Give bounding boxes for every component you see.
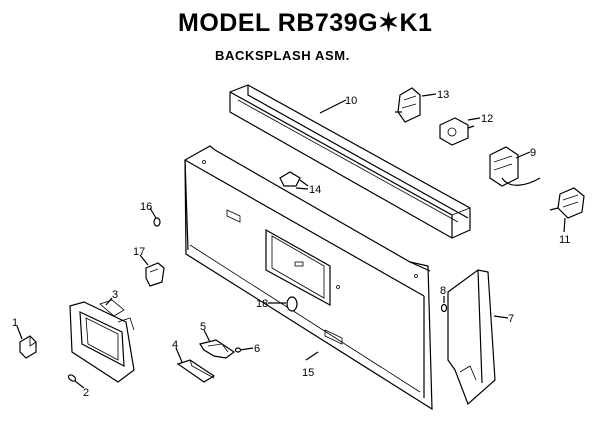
part-10-trim-cap [229,84,471,239]
callout-11: 11 [559,234,570,246]
part-callouts: 10 13 12 9 11 14 16 17 3 1 2 4 5 6 18 15… [12,89,570,399]
part-12-switch [439,117,475,146]
part-8-screw [440,296,448,313]
part-16-screw [153,217,161,227]
part-6-screw [234,347,242,353]
model-title: MODEL RB739G✶K1 [178,9,433,37]
part-18-plug [268,296,298,312]
callout-13: 13 [437,89,449,101]
callout-10: 10 [345,95,357,107]
callout-16: 16 [140,201,152,213]
callout-17: 17 [133,246,145,258]
callout-18: 18 [256,298,268,310]
part-15-backsplash-panel [184,145,433,411]
part-4-bar [176,359,216,383]
callout-15: 15 [302,367,314,379]
callout-6: 6 [254,343,260,355]
leader-lines [16,93,566,389]
callout-9: 9 [530,147,536,159]
part-1-knob [19,335,37,359]
part-17-clip [145,262,165,287]
callout-1: 1 [12,317,18,329]
callout-7: 7 [508,313,514,325]
part-7-end-cap [447,269,496,406]
part-3-control-housing [69,299,135,383]
part-14-clip [279,171,309,187]
callout-12: 12 [481,113,493,125]
callout-5: 5 [200,321,206,333]
part-11-clip [549,187,585,219]
callout-4: 4 [172,339,178,351]
callout-2: 2 [83,387,89,399]
part-13-bracket [395,87,421,123]
callout-3: 3 [112,289,118,301]
callout-14: 14 [309,184,321,196]
assembly-subtitle: BACKSPLASH ASM. [215,48,350,63]
callout-8: 8 [440,285,446,297]
part-5-bracket [199,339,236,359]
part-9-terminal-block [489,146,541,187]
part-2-screw [67,374,77,382]
